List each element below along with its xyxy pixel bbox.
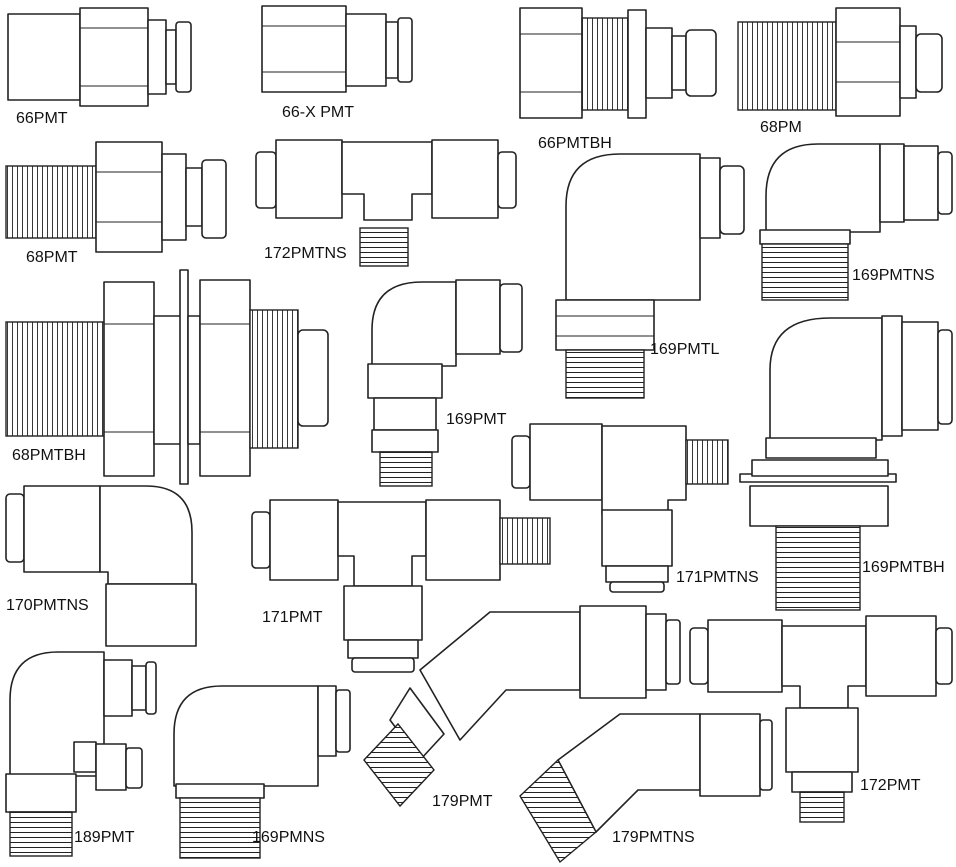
fitting-171pmtns bbox=[511, 423, 729, 593]
fitting-189pmt bbox=[5, 651, 157, 857]
fitting-66pmt bbox=[7, 7, 192, 107]
label-68pmtbh: 68PMTBH bbox=[12, 447, 86, 464]
fitting-169pmt bbox=[367, 279, 523, 487]
label-66pmt: 66PMT bbox=[16, 110, 68, 127]
fitting-172pmtns bbox=[255, 139, 517, 267]
label-171pmtns: 171PMTNS bbox=[676, 569, 759, 586]
label-189pmt: 189PMT bbox=[74, 829, 135, 846]
label-169pmt: 169PMT bbox=[446, 411, 507, 428]
fitting-68pmtbh bbox=[5, 269, 329, 485]
fitting-66pmtbh bbox=[519, 7, 717, 119]
label-179pmt: 179PMT bbox=[432, 793, 493, 810]
label-171pmt: 171PMT bbox=[262, 609, 323, 626]
fitting-169pmtns bbox=[759, 143, 953, 301]
label-169pmtl: 169PMTL bbox=[650, 341, 719, 358]
label-172pmtns: 172PMTNS bbox=[264, 245, 347, 262]
fitting-66-x-pmt bbox=[261, 5, 413, 93]
label-169pmns: 169PMNS bbox=[252, 829, 325, 846]
label-169pmtbh: 169PMTBH bbox=[862, 559, 945, 576]
fitting-171pmt bbox=[251, 499, 551, 673]
label-66-x-pmt: 66-X PMT bbox=[282, 104, 354, 121]
label-68pmt: 68PMT bbox=[26, 249, 78, 266]
fitting-68pm bbox=[737, 7, 943, 117]
fitting-169pmtl bbox=[555, 153, 745, 399]
fitting-179pmtns bbox=[519, 713, 773, 864]
fitting-179pmt bbox=[363, 605, 681, 808]
label-66pmtbh: 66PMTBH bbox=[538, 135, 612, 152]
fitting-68pmt bbox=[5, 141, 227, 253]
fitting-172pmt bbox=[689, 615, 953, 823]
fitting-169pmns bbox=[173, 685, 351, 859]
label-170pmtns: 170PMTNS bbox=[6, 597, 89, 614]
label-179pmtns: 179PMTNS bbox=[612, 829, 695, 846]
label-169pmtns: 169PMTNS bbox=[852, 267, 935, 284]
fitting-169pmtbh bbox=[739, 315, 953, 611]
label-68pm: 68PM bbox=[760, 119, 802, 136]
label-172pmt: 172PMT bbox=[860, 777, 921, 794]
fitting-170pmtns bbox=[5, 485, 197, 647]
